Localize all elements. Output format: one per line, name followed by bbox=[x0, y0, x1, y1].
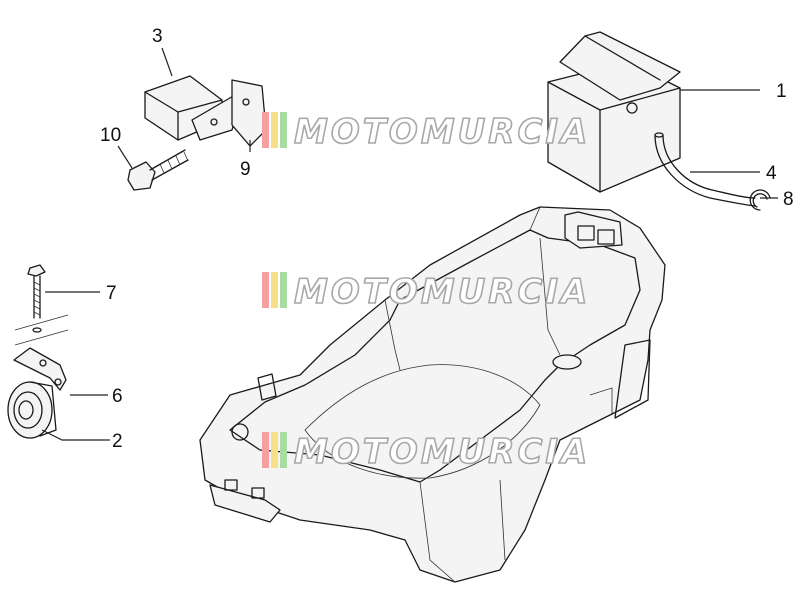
breather-tube bbox=[654, 132, 756, 207]
watermark-text: MOTOMURCIA bbox=[294, 432, 590, 472]
watermark-top: MOTOMURCIA bbox=[262, 111, 590, 153]
callout-9: 9 bbox=[240, 159, 251, 180]
callout-2: 2 bbox=[112, 431, 123, 452]
callout-labels: 1 4 8 3 9 10 7 6 2 bbox=[100, 26, 794, 452]
helmet-compartment bbox=[199, 206, 666, 583]
relay-bolt bbox=[127, 149, 189, 191]
watermark-text: MOTOMURCIA bbox=[294, 272, 590, 312]
callout-4: 4 bbox=[766, 163, 777, 184]
callout-1: 1 bbox=[776, 81, 787, 102]
watermark-middle: MOTOMURCIA bbox=[262, 271, 590, 313]
horn-screw bbox=[14, 264, 69, 346]
watermark-text: MOTOMURCIA bbox=[294, 112, 590, 152]
battery bbox=[547, 31, 681, 193]
callout-10: 10 bbox=[100, 125, 121, 146]
callout-6: 6 bbox=[112, 386, 123, 407]
callout-8: 8 bbox=[783, 189, 794, 210]
tube-clamp bbox=[749, 189, 771, 211]
leader-lines bbox=[41, 47, 778, 441]
callout-7: 7 bbox=[106, 283, 117, 304]
watermark-bottom: MOTOMURCIA bbox=[262, 431, 590, 473]
horn bbox=[7, 347, 67, 439]
callout-3: 3 bbox=[152, 26, 163, 47]
relay-assembly bbox=[144, 75, 267, 147]
